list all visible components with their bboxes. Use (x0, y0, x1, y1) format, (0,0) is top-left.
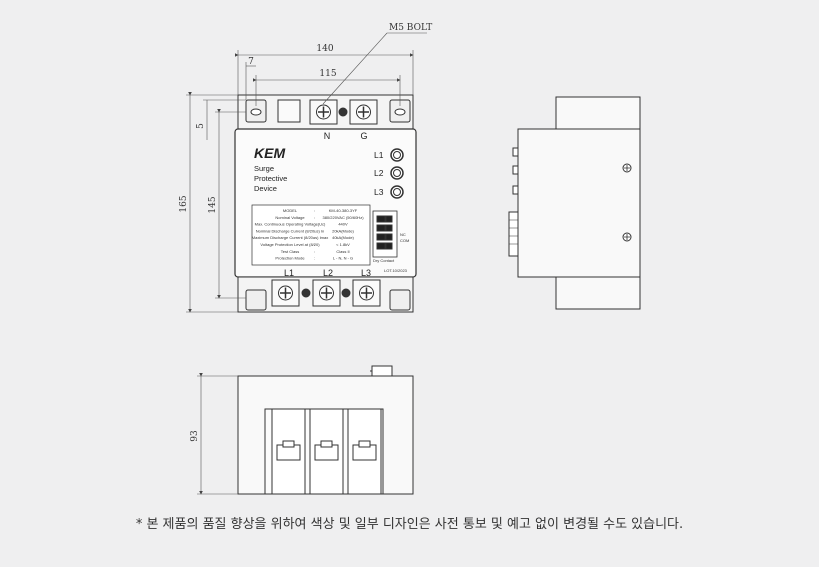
brand-line-2: Protective (254, 174, 287, 183)
dim-edge-offset: 7 (248, 57, 254, 67)
contact-label-com: COM (400, 238, 409, 243)
terminal-label-l2: L2 (323, 268, 333, 278)
spec-row-label: Test Class (281, 249, 299, 254)
spec-row-separator: : (314, 215, 315, 220)
spec-row-label: Protection Mode (275, 256, 305, 261)
spec-row-label: Maximum Discharge Current (8/20us) Imax (252, 235, 328, 240)
spec-row-value: 20kA(Mode) (332, 228, 354, 233)
indicator-label-l1: L1 (374, 150, 384, 160)
brand-line-1: Surge (254, 164, 274, 173)
spec-row-value: KM-40-380-3YF (329, 208, 358, 213)
spec-row-value: L - N, N - G (333, 256, 353, 261)
spec-row-value: < 1.8kV (336, 242, 350, 247)
dim-width-total: 140 (316, 44, 333, 54)
footnote: * 본 제품의 품질 향상을 위하여 색상 및 일부 디자인은 사전 통보 및 … (135, 517, 684, 532)
terminal-label-l3: L3 (361, 268, 371, 278)
spec-row-value: Class II (336, 249, 349, 254)
spec-table: MODEL: KM-40-380-3YF Nominal Voltage: 380/2… (252, 208, 364, 261)
spec-row-label: Max. Continuous Operating Voltage(Uc) (255, 222, 326, 227)
brand-line-3: Device (254, 184, 277, 193)
spec-row-separator: : (314, 256, 315, 261)
front-dimension-lines (186, 32, 427, 313)
dim-top-offset: 5 (196, 123, 206, 129)
spec-row-label: MODEL (283, 208, 298, 213)
dim-height-total: 165 (179, 195, 189, 212)
contact-label-dry: Dry Contact (373, 258, 395, 263)
bottom-view (237, 365, 414, 495)
spec-row-label: Voltage Protection Level at (8/20) (260, 242, 320, 247)
spec-row-separator: : (314, 222, 315, 227)
spec-row-separator: : (314, 249, 315, 254)
spec-row-value: 40kA(Mode) (332, 235, 354, 240)
lot-label: LOT.10/2023 (384, 268, 408, 273)
indicator-label-l2: L2 (374, 168, 384, 178)
spec-label-plate (251, 204, 371, 266)
bolt-label: M5 BOLT (389, 23, 432, 33)
spec-row-label: Nominal Discharge Current (8/20us) In (256, 228, 324, 233)
dim-width-inner: 115 (319, 69, 336, 79)
side-view (508, 96, 641, 310)
terminal-label-n: N (324, 131, 331, 141)
spec-row-value: 440V (338, 222, 348, 227)
dim-depth: 93 (190, 430, 200, 442)
spec-row-value: 380/220VAC (50/60Hz) (322, 215, 364, 220)
indicator-label-l3: L3 (374, 187, 384, 197)
terminal-label-g: G (360, 131, 367, 141)
spec-row-separator: : (314, 208, 315, 213)
spec-row-separator: : (314, 235, 315, 240)
contact-label-nc: NC (400, 232, 406, 237)
front-view (234, 94, 417, 313)
terminal-label-l1: L1 (284, 268, 294, 278)
dim-height-inner: 145 (208, 196, 218, 213)
spec-row-separator: : (314, 228, 315, 233)
brand-logo: KEM (254, 145, 285, 161)
spec-row-label: Nominal Voltage (275, 215, 305, 220)
spec-row-separator: : (314, 242, 315, 247)
bottom-dimension-lines (197, 373, 238, 495)
